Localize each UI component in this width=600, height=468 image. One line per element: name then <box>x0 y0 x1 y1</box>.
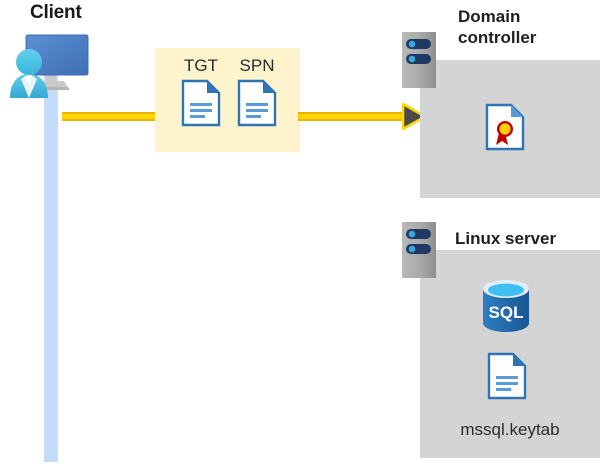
domain-controller-title: Domain controller <box>458 7 537 47</box>
user-computer-icon <box>6 26 92 98</box>
server-rack-icon <box>402 32 436 88</box>
message-box: TGT SPN <box>155 48 300 152</box>
certificate-document-icon <box>485 103 525 151</box>
document-icon <box>487 352 527 400</box>
client-lifeline <box>44 70 58 462</box>
document-icon <box>181 79 221 127</box>
keytab-filename-label: mssql.keytab <box>460 420 560 439</box>
document-icon <box>237 79 277 127</box>
message-item-spn: SPN <box>229 56 285 127</box>
flow-line-left <box>62 112 157 121</box>
arrow-right-icon <box>401 101 428 132</box>
sql-label: SQL <box>489 303 524 322</box>
linux-server-title: Linux server <box>455 229 557 248</box>
message-item-label: SPN <box>239 56 275 75</box>
flow-line-right <box>298 112 408 121</box>
client-label: Client <box>30 2 82 23</box>
message-item-label: TGT <box>184 56 218 75</box>
message-item-tgt: TGT <box>173 56 229 127</box>
sql-database-icon: SQL <box>480 278 532 334</box>
server-rack-icon <box>402 222 436 278</box>
